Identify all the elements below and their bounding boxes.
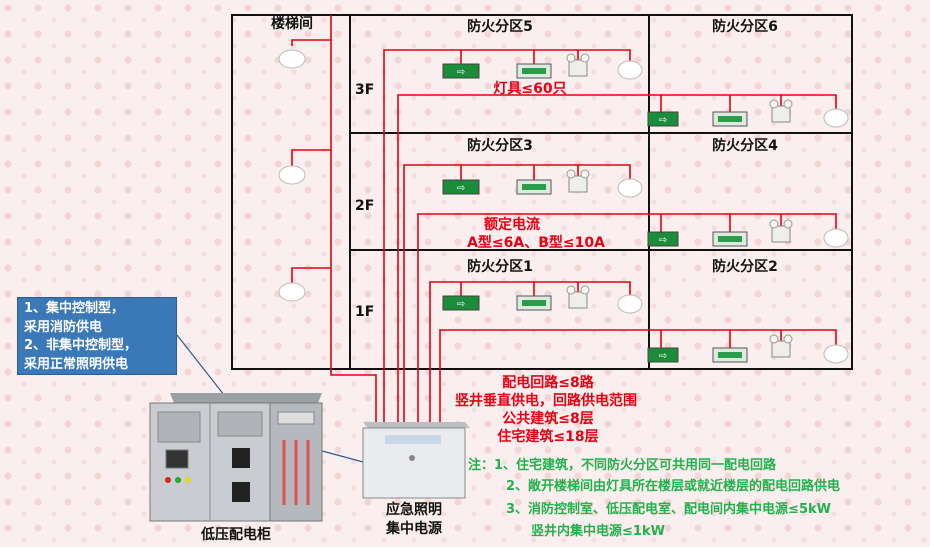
- rated-current-title: 额定电流: [484, 216, 540, 233]
- lamp-limit-note: 灯具≤60只: [493, 80, 566, 97]
- floor-2f-label: 2F: [355, 198, 374, 214]
- fixtures-zone1: ⇨: [442, 285, 643, 314]
- emergency-light-icon: [568, 59, 588, 77]
- note-line-2: 2、敞开楼梯间由灯具所在楼层或就近楼层的配电回路供电: [506, 478, 840, 494]
- power-label-line1: 应急照明: [386, 501, 442, 518]
- exit-sign-icon: [442, 295, 480, 311]
- residential-building-note: 住宅建筑≤18层: [497, 428, 598, 445]
- breaker-icon: [232, 482, 250, 502]
- callout-line-2: 采用消防供电: [24, 319, 103, 335]
- meter-display-icon: [165, 449, 189, 469]
- fixtures-zone6: ⇨: [647, 99, 849, 128]
- zone3-label: 防火分区3: [467, 137, 533, 154]
- emergency-light-icon: [771, 340, 791, 358]
- fixtures-zone3: ⇨: [442, 169, 643, 198]
- ceiling-lamp-icon: [617, 60, 643, 80]
- floor-3f-label: 3F: [355, 82, 374, 98]
- note-line-1: 注：1、住宅建筑，不同防火分区可共用同一配电回路: [468, 457, 777, 473]
- exit-sign-icon: [647, 231, 679, 247]
- note-line-3: 3、消防控制室、低压配电室、配电间内集中电源≤5kW: [506, 501, 831, 517]
- emergency-light-icon: [568, 291, 588, 309]
- zone1-label: 防火分区1: [467, 258, 533, 275]
- emergency-light-icon: [568, 175, 588, 193]
- svg-text:⇨: ⇨: [659, 115, 667, 126]
- stairwell-lamps: [278, 49, 306, 302]
- exit-sign-icon: [442, 63, 480, 79]
- ceiling-lamp-icon: [823, 344, 849, 364]
- svg-text:⇨: ⇨: [659, 235, 667, 246]
- floor-1f-label: 1F: [355, 304, 374, 320]
- svg-text:⇨: ⇨: [457, 299, 465, 310]
- emergency-power-supply: [362, 422, 470, 499]
- public-building-note: 公共建筑≤8层: [502, 410, 593, 427]
- power-source-callout: 1、集中控制型， 采用消防供电 2、非集中控制型， 采用正常照明供电: [17, 297, 177, 375]
- callout-line-3: 2、非集中控制型，: [24, 338, 138, 353]
- fixtures-zone5: ⇨: [442, 53, 643, 80]
- building-outline: [231, 14, 853, 370]
- ceiling-lamp-icon: [617, 178, 643, 198]
- stairwell-label: 楼梯间: [271, 15, 313, 32]
- power-label-line2: 集中电源: [385, 520, 442, 537]
- svg-text:⇨: ⇨: [457, 67, 465, 78]
- breaker-icon: [232, 448, 250, 468]
- low-voltage-cabinet: [149, 393, 323, 522]
- emergency-light-icon: [771, 105, 791, 123]
- svg-text:⇨: ⇨: [457, 183, 465, 194]
- svg-text:⇨: ⇨: [659, 351, 667, 362]
- ceiling-lamp-icon: [617, 294, 643, 314]
- zone2-label: 防火分区2: [712, 258, 778, 275]
- zone6-label: 防火分区6: [712, 18, 778, 35]
- shaft-supply-note: 竖井垂直供电，回路供电范围: [455, 392, 637, 409]
- distribution-wiring: [291, 15, 837, 425]
- ceiling-lamp-icon: [823, 108, 849, 128]
- exit-sign-icon: [442, 179, 480, 195]
- ceiling-lamp-icon: [278, 49, 306, 69]
- emergency-light-icon: [771, 225, 791, 243]
- rated-current-value: A型≤6A、B型≤10A: [467, 234, 605, 251]
- zone5-label: 防火分区5: [467, 18, 533, 35]
- exit-sign-icon: [647, 111, 679, 127]
- cabinet-label: 低压配电柜: [200, 526, 271, 543]
- exit-sign-icon: [647, 347, 679, 363]
- ceiling-lamp-icon: [823, 228, 849, 248]
- callout-line-4: 采用正常照明供电: [24, 356, 129, 372]
- callout-line-1: 1、集中控制型，: [24, 301, 125, 316]
- ceiling-lamp-icon: [278, 165, 306, 185]
- fixtures-zone2: ⇨: [647, 334, 849, 364]
- zone4-label: 防火分区4: [712, 137, 778, 154]
- ceiling-lamp-icon: [278, 282, 306, 302]
- note-line-4: 竖井内集中电源≤1kW: [531, 523, 665, 539]
- circuit-limit-note: 配电回路≤8路: [502, 374, 594, 391]
- fixtures-zone4: ⇨: [647, 219, 849, 248]
